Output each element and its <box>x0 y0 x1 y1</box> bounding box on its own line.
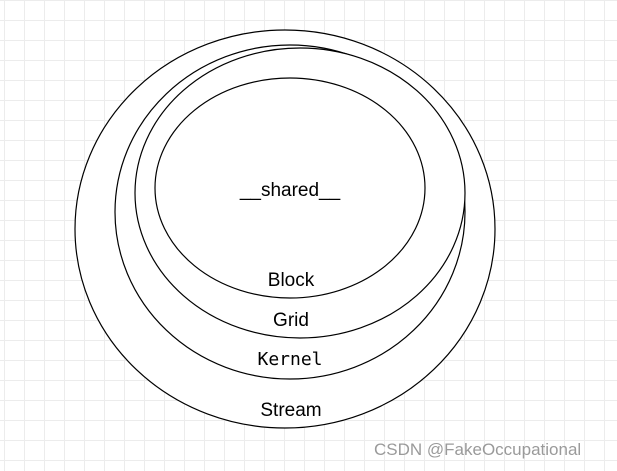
grid-label: Grid <box>273 310 309 331</box>
block-label: Block <box>268 270 315 291</box>
watermark-text: CSDN @FakeOccupational <box>374 440 582 459</box>
block-ellipse <box>154 77 426 299</box>
stream-label: Stream <box>260 400 321 421</box>
kernel-label: Kernel <box>257 349 322 370</box>
shared-label: __shared__ <box>239 180 341 201</box>
